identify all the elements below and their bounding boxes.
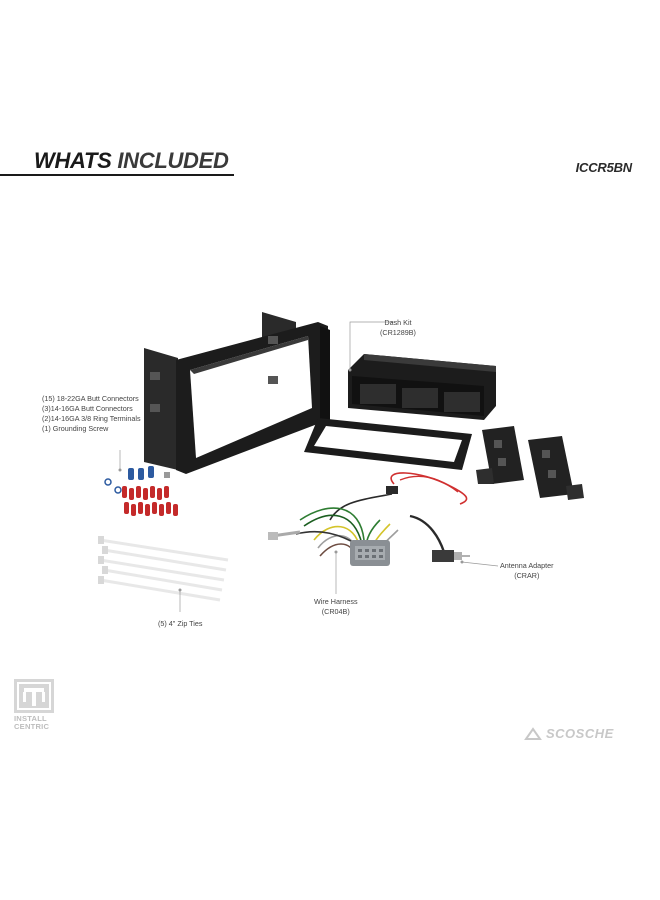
heading-word-1: WHATS <box>34 148 112 173</box>
wire-harness-label: Wire Harness (CR04B) <box>314 597 358 617</box>
install-centric-line-1: INSTALL <box>14 714 47 723</box>
antenna-adapter-label: Antenna Adapter (CRAR) <box>500 561 554 581</box>
connector-line-2: (3)14-16GA Butt Connectors <box>42 404 133 413</box>
connector-line-4: (1) Grounding Screw <box>42 424 109 433</box>
zip-ties-label: (5) 4" Zip Ties <box>158 619 203 628</box>
wire-harness <box>268 507 399 566</box>
mounting-bracket-left <box>476 426 524 484</box>
install-centric-line-2: CENTRIC <box>14 722 50 731</box>
dash-kit-part: (CR1289B) <box>380 328 416 337</box>
callout-leaders <box>119 321 499 612</box>
trim-ring <box>304 418 472 470</box>
connector-line-3: (2)14-16GA 3/8 Ring Terminals <box>42 414 141 423</box>
wire-harness-name: Wire Harness <box>314 597 358 606</box>
dash-kit-name: Dash Kit <box>384 318 412 327</box>
scosche-swoosh-icon <box>524 726 542 740</box>
dash-kit-label: Dash Kit (CR1289B) <box>380 318 416 338</box>
antenna-adapter-name: Antenna Adapter <box>500 561 554 570</box>
antenna-adapter-part: (CRAR) <box>514 571 540 580</box>
install-centric-logo: INSTALL CENTRIC <box>14 679 60 731</box>
inline-fuse <box>386 486 398 494</box>
zip-ties <box>99 538 229 602</box>
antenna-adapter <box>409 514 470 562</box>
model-number: ICCR5BN <box>575 160 633 175</box>
section-heading: WHATS INCLUDED <box>34 148 229 174</box>
heading-underline <box>0 174 234 176</box>
heading-word-2: INCLUDED <box>117 148 229 173</box>
wire-harness-part: (CR04B) <box>321 607 350 616</box>
connector-line-1: (15) 18-22GA Butt Connectors <box>42 394 139 403</box>
scosche-logo: SCOSCHE <box>524 726 614 741</box>
scosche-wordmark: SCOSCHE <box>546 726 614 741</box>
mounting-bracket-right <box>528 436 584 500</box>
connectors-label: (15) 18-22GA Butt Connectors (3)14-16GA … <box>42 394 141 434</box>
butt-connectors <box>104 466 178 516</box>
double-din-bezel <box>144 312 330 474</box>
single-din-pocket <box>348 354 496 420</box>
install-centric-mark-icon <box>14 679 54 713</box>
